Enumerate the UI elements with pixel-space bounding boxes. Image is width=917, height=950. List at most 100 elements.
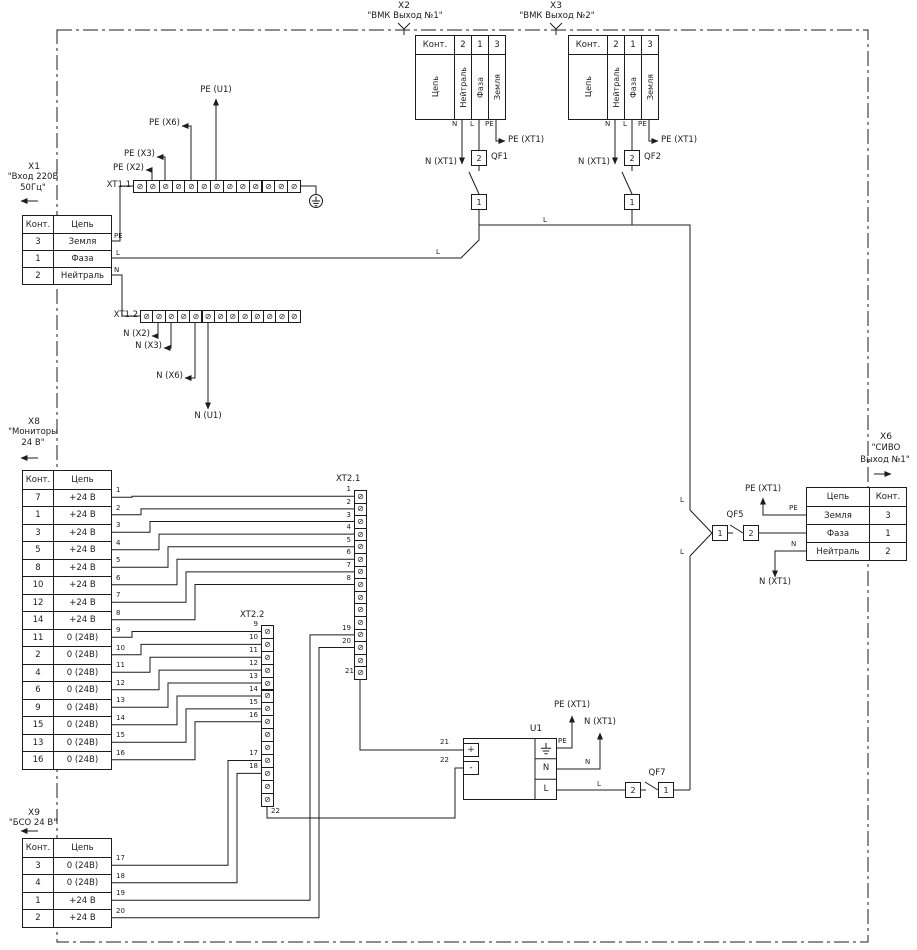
wire-number: 9	[116, 626, 121, 635]
wire-number: 14	[249, 684, 258, 693]
annotation-n-u1: N (U1)	[194, 411, 222, 421]
connector-x9-ref: X9	[28, 808, 40, 818]
wire-number: 2	[346, 497, 351, 506]
wire-number: 8	[116, 608, 121, 617]
qf1-pole-1: 1	[471, 194, 487, 210]
qf7-ref: QF7	[648, 768, 666, 778]
pinout-cell: 1	[869, 525, 906, 542]
xt11-terminal: ⊘	[197, 180, 212, 193]
xt11-terminal: ⊘	[158, 180, 173, 193]
xt21-terminal: ⊘	[354, 540, 367, 554]
wire	[112, 656, 261, 673]
xt12-terminal: ⊘	[189, 310, 203, 323]
net-tag-n: N	[114, 266, 120, 274]
wire	[112, 495, 354, 498]
net-tag-pe: PE	[485, 120, 494, 128]
wire-pe-to-x3	[156, 154, 166, 180]
wire-number: 4	[116, 538, 121, 547]
xt12-terminal: ⊘	[287, 310, 301, 323]
wire	[112, 558, 354, 586]
net-tag-l: L	[470, 120, 474, 128]
wire-number: 1	[346, 485, 351, 494]
wire-l-bus	[479, 224, 691, 510]
net-tag-l: L	[116, 249, 120, 257]
pinout-cell: 0 (24В)	[53, 734, 111, 751]
pin-cell: 2	[607, 36, 624, 54]
wire-number: 11	[249, 646, 258, 655]
wire-number: 7	[346, 560, 351, 569]
pinout-cell: +24 В	[53, 524, 111, 541]
wire	[112, 630, 261, 638]
annotation-n-x3: N (X3)	[135, 341, 162, 351]
xt22-terminal: ⊘	[261, 766, 274, 781]
net-tag-pe: PE	[558, 737, 567, 745]
net-tag-l: L	[623, 120, 627, 128]
wire-pe-to-x2	[145, 167, 153, 180]
pinout-cell: 0 (24В)	[53, 682, 111, 699]
pinout-cell: +24 В	[53, 892, 111, 909]
pin-cell: 3	[641, 36, 658, 54]
wire-n-to-x2	[151, 323, 159, 339]
xt11-terminal: ⊘	[210, 180, 224, 193]
qf2-pole-2: 2	[624, 150, 640, 166]
annotation-pe-xt1: PE (XT1)	[508, 135, 545, 145]
xt12-terminal: ⊘	[275, 310, 289, 323]
wire-number: 5	[116, 556, 121, 565]
generated-wires	[112, 495, 354, 919]
xt12-terminal: ⊘	[164, 310, 178, 323]
qf2-ref: QF2	[644, 152, 661, 162]
xt22-terminal: ⊘	[261, 741, 274, 755]
wire-number: 16	[116, 748, 125, 757]
wire-number: 11	[116, 661, 125, 670]
pinout-cell: 7	[35, 492, 41, 503]
column-header-cell: Цепь	[53, 216, 111, 233]
pinout-cell: Нейтраль	[816, 546, 860, 557]
annotation-pe-xt1: PE (XT1)	[744, 484, 782, 494]
xt12-terminal: ⊘	[213, 310, 228, 323]
connector-x3-ref: X3	[550, 1, 562, 11]
column-header-cell: Цепь	[826, 492, 850, 502]
qf5-pole-2: 2	[743, 525, 759, 541]
pinout-cell: 1	[35, 254, 41, 264]
xt22-terminal: ⊘	[261, 637, 274, 652]
wire-number: 12	[249, 659, 258, 668]
wire-number: 1	[116, 486, 121, 495]
column-header-cell: Цепь	[430, 76, 440, 98]
annotation-pe-xt1: PE (XT1)	[661, 135, 698, 145]
strip-xt12-label: XT1.2	[113, 310, 138, 320]
wire-number: 12	[116, 678, 125, 687]
wire-number: 7	[116, 591, 121, 600]
wire-number: 15	[249, 697, 258, 706]
wire-pe-x1-xt11	[112, 185, 133, 242]
pinout-cell: 0 (24В)	[53, 699, 111, 716]
wire	[112, 643, 261, 656]
u1-internal-dividers	[534, 738, 557, 800]
wire-pe-ground	[300, 185, 317, 194]
wire-number: 3	[116, 521, 121, 530]
xt22-terminal: ⊘	[261, 689, 274, 704]
xt22-terminal: ⊘	[261, 754, 274, 768]
xt12-terminal: ⊘	[176, 310, 191, 323]
connector-x1-ref: X1	[28, 162, 40, 172]
xt22-terminal: ⊘	[261, 715, 274, 730]
qf2-breaker-symbol	[621, 166, 633, 195]
qf1-breaker-symbol	[468, 166, 480, 225]
pinout-cell: Земля	[53, 234, 111, 250]
pinout-cell: +24 В	[53, 594, 111, 611]
wire	[112, 721, 261, 761]
connector-x3-title: "ВМК Выход №2"	[519, 11, 595, 21]
pinout-cell: +24 В	[53, 577, 111, 594]
qf7-pole-1: 1	[658, 782, 674, 798]
pinout-cell: 12	[32, 597, 44, 608]
wire-number: 19	[116, 889, 125, 898]
pinout-cell: 2	[35, 271, 41, 281]
annotation-pe-x2: PE (X2)	[112, 163, 144, 173]
circuit-cell: Нейтраль	[607, 55, 624, 119]
pinout-cell: 1	[35, 510, 41, 521]
annotation-pe-x3: PE (X3)	[123, 149, 155, 159]
wire-number-22: 22	[440, 756, 449, 764]
connector-x6-title-line1: "СИВО	[871, 443, 901, 453]
xt21-terminal: ⊘	[354, 490, 367, 504]
connector-x9-title: "БСО 24 В"	[8, 818, 58, 828]
column-header-cell: Конт.	[25, 219, 51, 230]
